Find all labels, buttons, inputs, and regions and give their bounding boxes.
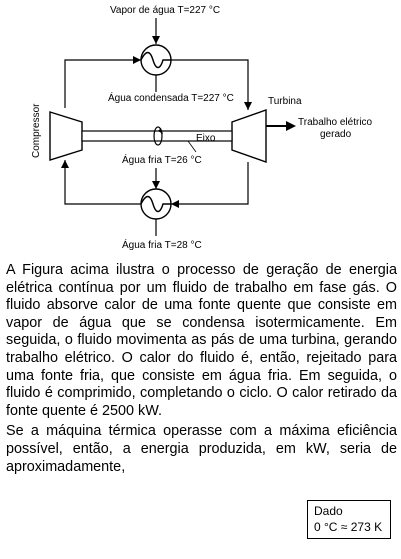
cold-water-in-label: Água fria T=26 °C (122, 153, 202, 166)
paragraph-description: A Figura acima ilustra o processo de ger… (6, 262, 397, 419)
work-label-line1: Trabalho elétrico (298, 117, 373, 128)
work-label-line2: gerado (320, 129, 352, 140)
loop-arrow-bottom-left (61, 160, 69, 168)
loop-arrow-top-right (244, 102, 252, 110)
work-output-arrow (286, 121, 296, 131)
question-text: A Figura acima ilustra o processo de ger… (6, 262, 397, 479)
shaft-label-leader (187, 140, 197, 153)
cold-heat-exchanger (140, 188, 172, 220)
given-title: Dado (314, 504, 343, 518)
given-data-box: Dado 0 °C ≈ 273 K (307, 500, 391, 539)
condensed-water-label: Água condensada T=227 °C (108, 91, 234, 104)
steam-inlet-arrow (152, 36, 160, 44)
compressor (49, 111, 83, 161)
cold-water-out-label: Água fria T=28 °C (122, 238, 202, 251)
loop-bottom-left (64, 160, 141, 205)
given-value: 0 °C ≈ 273 K (314, 520, 383, 534)
loop-top-right (171, 59, 249, 110)
turbine (231, 109, 267, 163)
shaft-label: Eixo (196, 133, 216, 144)
turbine-label: Turbina (268, 96, 302, 107)
shaft (81, 130, 233, 142)
shaft-rotation-arrow-icon (158, 128, 163, 134)
compressor-label: Compressor (31, 103, 42, 158)
loop-arrow-top-left (133, 56, 141, 64)
paragraph-question: Se a máquina térmica operasse com a máxi… (6, 423, 397, 475)
hot-heat-exchanger (140, 44, 172, 76)
loop-arrow-bottom-right (171, 200, 179, 208)
cold-inlet-arrow (152, 181, 160, 189)
loop-top-left (64, 59, 141, 108)
heat-engine-diagram: Vapor de água T=227 °C Água condensada T… (31, 5, 373, 251)
loop-bottom-right (171, 162, 249, 205)
steam-label: Vapor de água T=227 °C (110, 5, 220, 16)
shaft-rotation-icon (153, 126, 163, 146)
